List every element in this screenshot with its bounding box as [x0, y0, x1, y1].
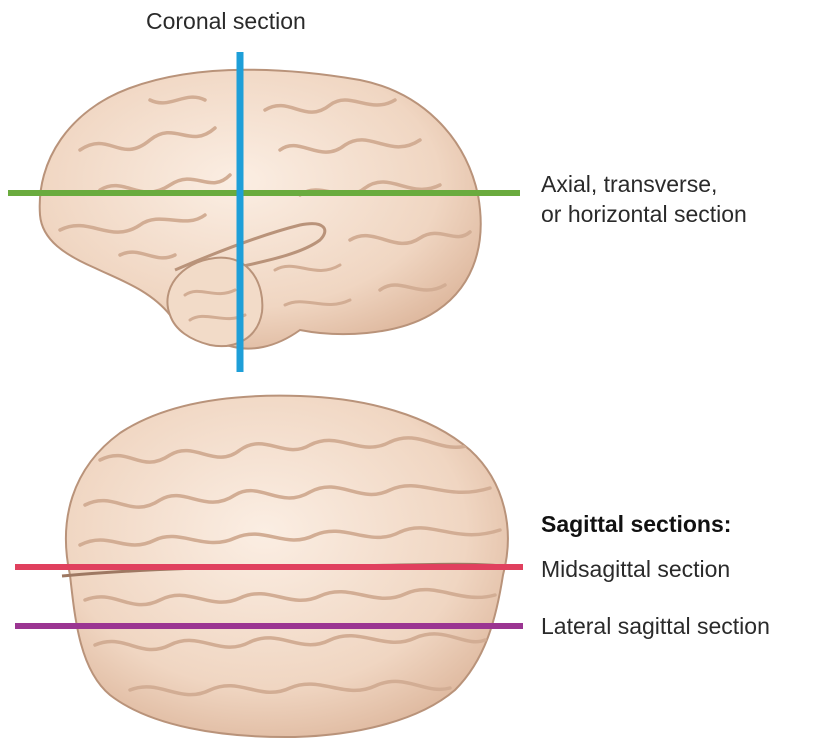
- sagittal-sections-heading: Sagittal sections:: [541, 511, 731, 538]
- brain-lateral-view: [40, 70, 481, 349]
- coronal-section-label: Coronal section: [146, 8, 306, 35]
- axial-section-label-line2: or horizontal section: [541, 201, 747, 228]
- axial-section-label-line1: Axial, transverse,: [541, 171, 717, 198]
- midsagittal-section-label: Midsagittal section: [541, 556, 730, 583]
- lateral-sagittal-section-label: Lateral sagittal section: [541, 613, 770, 640]
